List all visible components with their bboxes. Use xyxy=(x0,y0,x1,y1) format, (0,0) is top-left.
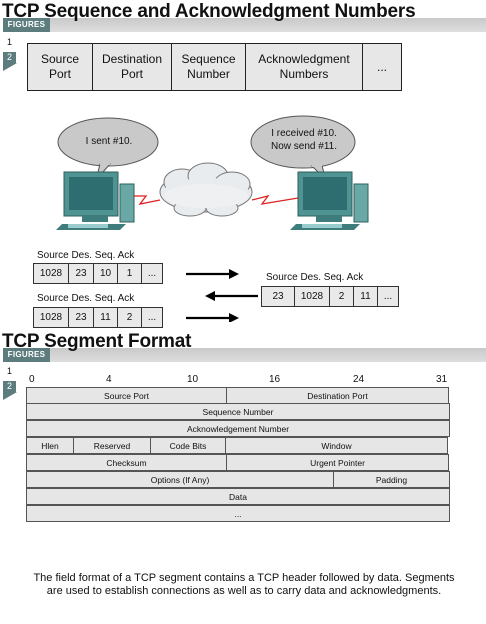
figure-caption: The field format of a TCP segment contai… xyxy=(33,572,455,597)
packet-2-seq: 2 xyxy=(330,287,354,306)
field-data: Data xyxy=(26,488,450,505)
format-row-data: Data xyxy=(26,488,450,505)
packet-1-dest: 23 xyxy=(69,264,94,283)
figure-tab-tail xyxy=(3,63,17,71)
header-field-sequence-number: Sequence Number xyxy=(172,44,246,90)
header-field-acknowledgment-numbers: Acknowledgment Numbers xyxy=(246,44,363,90)
field-padding: Padding xyxy=(333,471,450,488)
packet-2-ack: 11 xyxy=(354,287,378,306)
header-field-ellipsis: ... xyxy=(376,59,387,74)
network-cloud-icon xyxy=(159,162,253,217)
bit-4: 4 xyxy=(106,374,112,385)
figure-2-tab-2[interactable]: 2 xyxy=(3,381,16,392)
packet-3: 1028 23 11 2 ... xyxy=(33,307,163,328)
packet-2-dest: 1028 xyxy=(295,287,330,306)
field-sequence-number: Sequence Number xyxy=(26,403,450,420)
figures-tab: FIGURES xyxy=(3,18,50,32)
bit-10: 10 xyxy=(187,374,199,385)
field-window: Window xyxy=(225,437,448,454)
bubble-right-text: I received #10. Now send #11. xyxy=(256,127,352,153)
packet-1-label: Source Des. Seq. Ack xyxy=(37,250,135,261)
packet-1-more: ... xyxy=(147,268,157,279)
format-row-ports: Source Port Destination Port xyxy=(26,387,450,404)
packet-2-source: 23 xyxy=(262,287,295,306)
figure-1-tab-2[interactable]: 1 xyxy=(6,366,12,376)
packet-3-more: ... xyxy=(147,312,157,323)
page-title: TCP Sequence and Acknowledgment Numbers xyxy=(2,1,416,22)
packet-1-seq: 10 xyxy=(94,264,118,283)
packet-arrows xyxy=(186,269,258,322)
packet-1-ack: 1 xyxy=(118,264,142,283)
field-reserved: Reserved xyxy=(73,437,151,454)
title-bar xyxy=(3,18,486,32)
bit-0: 0 xyxy=(29,374,35,385)
tcp-header-fields: Source Port Destination Port Sequence Nu… xyxy=(27,43,402,91)
field-checksum: Checksum xyxy=(26,454,227,471)
bit-31: 31 xyxy=(436,374,448,385)
field-destination-port: Destination Port xyxy=(226,387,449,404)
field-hlen: Hlen xyxy=(26,437,74,454)
bit-16: 16 xyxy=(269,374,281,385)
link-right xyxy=(251,194,299,205)
section-title-segment-format: TCP Segment Format xyxy=(2,331,192,352)
arrow-left-icon xyxy=(205,291,258,301)
field-ellipsis: ... xyxy=(26,505,450,522)
packet-1-source: 1028 xyxy=(34,264,69,283)
header-field-destination-port: Destination Port xyxy=(93,44,172,90)
title-bar-2 xyxy=(3,348,486,362)
format-row-more: ... xyxy=(26,505,450,522)
header-field-source-port: Source Port xyxy=(28,44,93,90)
format-row-options: Options (If Any) Padding xyxy=(26,471,450,488)
network-illustration xyxy=(56,115,369,230)
packet-2-more: ... xyxy=(383,291,393,302)
bit-position-scale: 0 4 10 16 24 31 xyxy=(28,374,452,386)
format-row-sequence: Sequence Number xyxy=(26,403,450,420)
format-row-ack: Acknowledgement Number xyxy=(26,420,450,437)
format-row-checksum: Checksum Urgent Pointer xyxy=(26,454,450,471)
packet-3-dest: 23 xyxy=(69,308,94,327)
bubble-left-text: I sent #10. xyxy=(85,136,133,147)
field-acknowledgement-number: Acknowledgement Number xyxy=(26,420,450,437)
speech-bubble-left xyxy=(57,117,159,181)
format-row-control: Hlen Reserved Code Bits Window xyxy=(26,437,450,454)
packet-3-label: Source Des. Seq. Ack xyxy=(37,293,135,304)
link-left xyxy=(134,195,161,205)
figure-2-tab[interactable]: 2 xyxy=(3,52,16,63)
field-code-bits: Code Bits xyxy=(150,437,226,454)
packet-2-label: Source Des. Seq. Ack xyxy=(266,272,364,283)
field-options: Options (If Any) xyxy=(26,471,334,488)
bubble-right-line-1: I received #10. xyxy=(271,128,337,139)
computer-left-icon xyxy=(56,171,135,230)
figure-1-tab[interactable]: 1 xyxy=(6,37,12,47)
field-source-port: Source Port xyxy=(26,387,227,404)
figures-tab-2: FIGURES xyxy=(3,348,50,362)
figure-tab-tail-2 xyxy=(3,392,17,400)
packet-3-seq: 11 xyxy=(94,308,118,327)
computer-right-icon xyxy=(290,171,369,230)
bit-24: 24 xyxy=(353,374,365,385)
bubble-right-line-2: Now send #11. xyxy=(271,141,337,152)
arrow-right-1-icon xyxy=(186,269,239,279)
packet-1: 1028 23 10 1 ... xyxy=(33,263,163,284)
packet-2: 23 1028 2 11 ... xyxy=(261,286,399,307)
packet-3-ack: 2 xyxy=(118,308,142,327)
packet-3-source: 1028 xyxy=(34,308,69,327)
field-urgent-pointer: Urgent Pointer xyxy=(226,454,449,471)
arrow-right-2-icon xyxy=(186,313,239,322)
